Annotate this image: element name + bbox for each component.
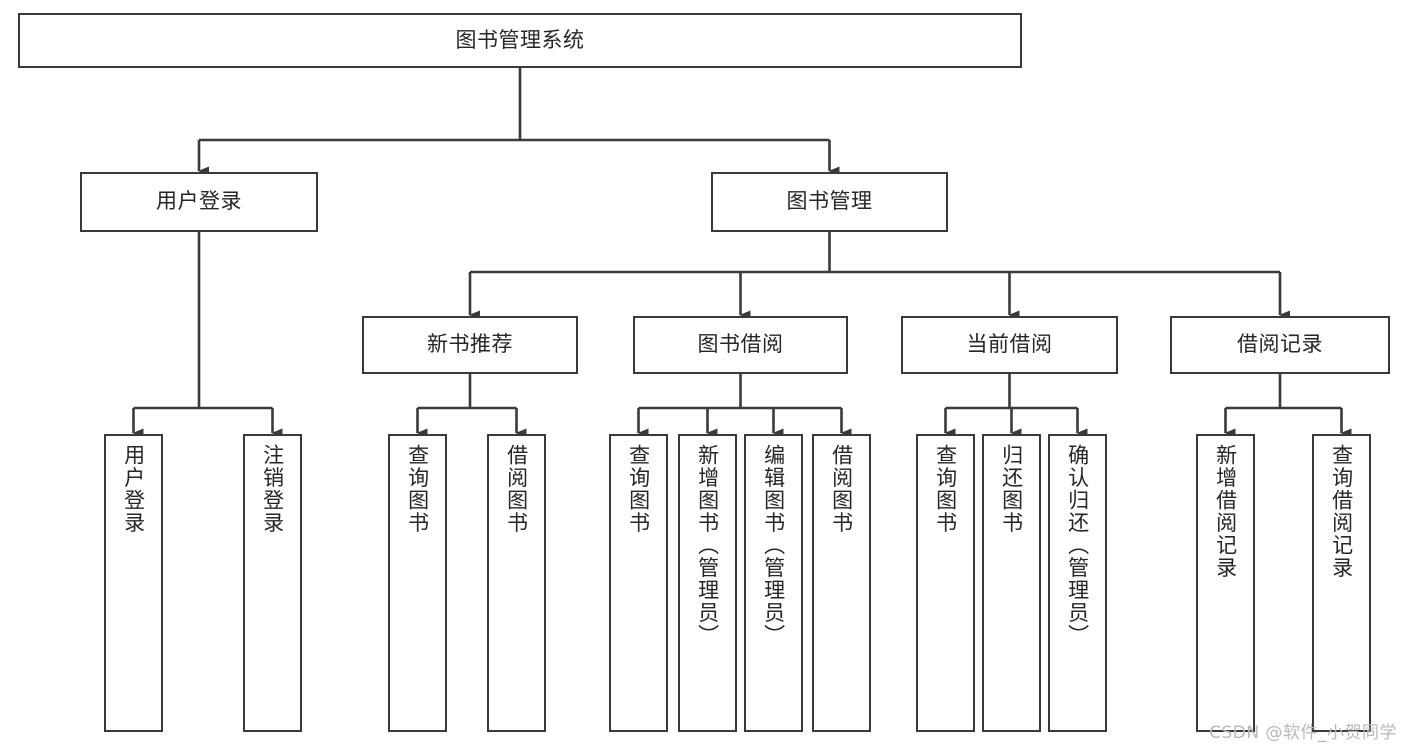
node-label: 当前借阅 bbox=[966, 332, 1053, 357]
node-label: 新书推荐 bbox=[427, 332, 513, 357]
node-label: 查询图书 bbox=[405, 444, 430, 534]
node-label: 图书借阅 bbox=[697, 332, 784, 357]
node-label: 注销登录 bbox=[260, 444, 285, 534]
watermark-label: CSDN @软件_小贺同学 bbox=[1209, 723, 1397, 743]
node-label: 查询图书 bbox=[933, 444, 958, 534]
node-leaf-12[interactable]: 新增借阅记录 bbox=[1196, 434, 1255, 732]
node-label: 用户登录 bbox=[156, 189, 242, 214]
node-label: 查询图书 bbox=[626, 444, 651, 534]
node-l3-record[interactable]: 借阅记录 bbox=[1170, 316, 1390, 374]
node-leaf-7[interactable]: 编辑图书（管理员） bbox=[744, 434, 803, 732]
node-label: 查询借阅记录 bbox=[1329, 444, 1354, 579]
node-leaf-4[interactable]: 借阅图书 bbox=[487, 434, 546, 732]
node-label: 用户登录 bbox=[121, 444, 146, 534]
node-label: 借阅图书 bbox=[829, 444, 854, 534]
node-leaf-10[interactable]: 归还图书 bbox=[982, 434, 1041, 732]
node-l3-newbook[interactable]: 新书推荐 bbox=[362, 316, 578, 374]
node-leaf-8[interactable]: 借阅图书 bbox=[812, 434, 871, 732]
node-leaf-9[interactable]: 查询图书 bbox=[916, 434, 975, 732]
node-label: 确认归还（管理员） bbox=[1065, 444, 1090, 647]
node-l2-login[interactable]: 用户登录 bbox=[80, 172, 318, 232]
node-leaf-5[interactable]: 查询图书 bbox=[609, 434, 668, 732]
node-label: 图书管理系统 bbox=[455, 27, 585, 52]
node-l3-current[interactable]: 当前借阅 bbox=[901, 316, 1118, 374]
node-leaf-3[interactable]: 查询图书 bbox=[388, 434, 447, 732]
node-leaf-13[interactable]: 查询借阅记录 bbox=[1312, 434, 1371, 732]
node-leaf-6[interactable]: 新增图书（管理员） bbox=[678, 434, 737, 732]
node-l2-books[interactable]: 图书管理 bbox=[711, 172, 948, 232]
node-label: 借阅图书 bbox=[504, 444, 529, 534]
node-label: 归还图书 bbox=[999, 444, 1024, 534]
node-label: 图书管理 bbox=[786, 189, 873, 214]
node-l3-borrow[interactable]: 图书借阅 bbox=[633, 316, 848, 374]
node-label: 新增借阅记录 bbox=[1213, 444, 1238, 579]
node-label: 新增图书（管理员） bbox=[695, 444, 720, 647]
node-leaf-2[interactable]: 注销登录 bbox=[243, 434, 302, 732]
node-label: 编辑图书（管理员） bbox=[761, 444, 786, 647]
node-root[interactable]: 图书管理系统 bbox=[18, 13, 1022, 68]
node-leaf-11[interactable]: 确认归还（管理员） bbox=[1048, 434, 1107, 732]
node-leaf-1[interactable]: 用户登录 bbox=[104, 434, 163, 732]
node-label: 借阅记录 bbox=[1237, 332, 1323, 357]
